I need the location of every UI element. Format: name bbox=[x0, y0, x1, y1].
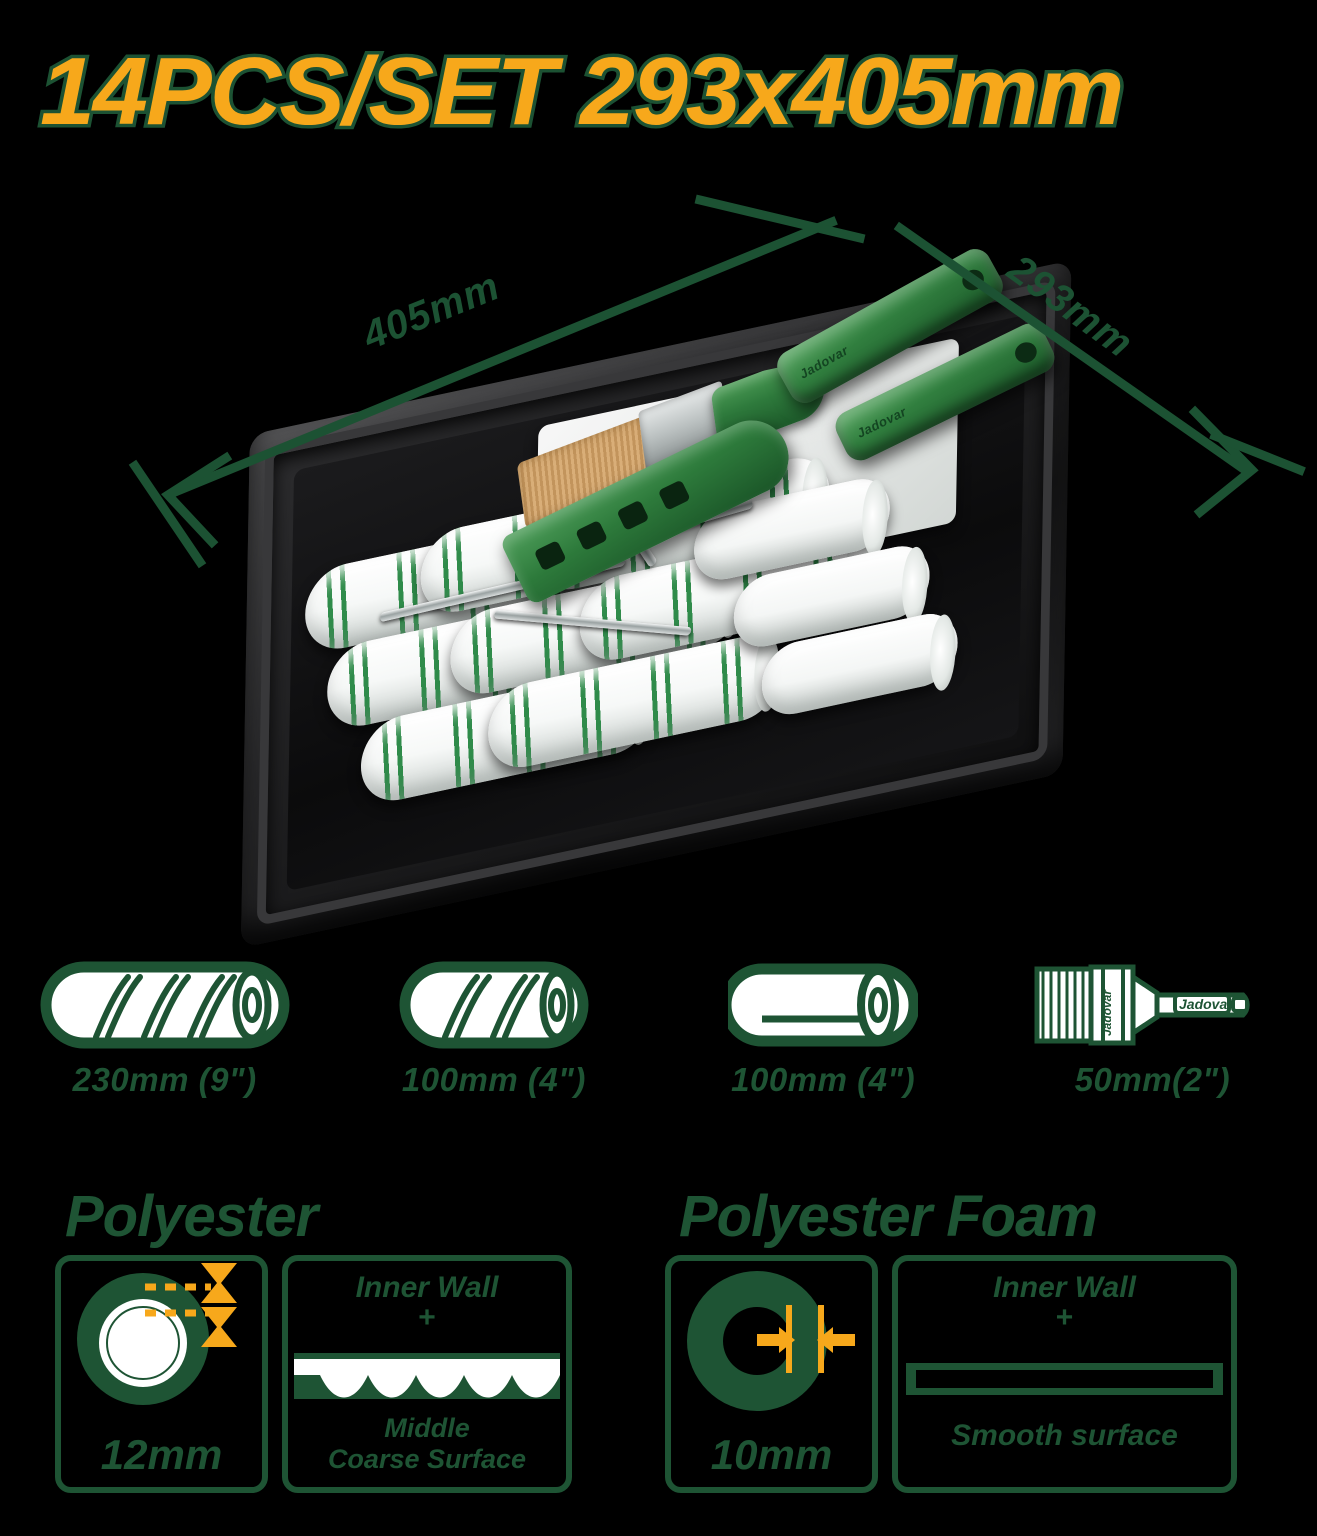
roller-foam-icon bbox=[728, 955, 919, 1055]
panel-foam-thickness: 10mm bbox=[665, 1255, 878, 1493]
material-spec-section: Polyester 12mm Inner Wal bbox=[0, 1185, 1317, 1536]
flat-band-icon bbox=[906, 1363, 1223, 1395]
size-caption: 100mm (4") bbox=[401, 1061, 586, 1098]
size-item: 100mm (4") bbox=[329, 955, 658, 1140]
foam-ring-cross-section-icon bbox=[687, 1271, 855, 1411]
tool-hole bbox=[616, 499, 650, 531]
surface-line-2: Middle bbox=[384, 1413, 470, 1443]
page-title-text: 14PCS/SET 293x405mm bbox=[36, 35, 1127, 149]
product-photo: Jadovar Jadovar 405mm 293mm bbox=[0, 170, 1317, 950]
plus-sign: + bbox=[418, 1301, 436, 1334]
tool-hole bbox=[657, 479, 691, 511]
roller-striped-icon bbox=[399, 955, 589, 1055]
size-item: 230mm (9") bbox=[0, 955, 329, 1140]
paint-brush-icon: Jadovar Jadovar bbox=[1027, 955, 1277, 1055]
tool-hole bbox=[533, 540, 567, 572]
page-title: 14PCS/SET 293x405mm bbox=[36, 35, 1280, 149]
roller-cross-section-icon bbox=[77, 1263, 237, 1405]
paint-tray bbox=[200, 161, 1200, 1048]
brush-brand-label: Jadovar bbox=[1179, 996, 1234, 1012]
surface-line-1: Inner Wall bbox=[993, 1271, 1136, 1304]
size-item: Jadovar Jadovar 50mm(2") bbox=[988, 955, 1317, 1140]
thickness-value: 12mm bbox=[100, 1431, 223, 1478]
paint-tray-assembly bbox=[195, 260, 1205, 948]
spec-group-polyester-foam: Polyester Foam 10 bbox=[665, 1185, 1265, 1493]
thickness-value: 10mm bbox=[710, 1431, 833, 1478]
size-item: 100mm (4") bbox=[659, 955, 988, 1140]
plus-sign: + bbox=[1055, 1301, 1074, 1334]
surface-line-1: Inner Wall bbox=[355, 1271, 499, 1304]
panel-foam-surface: Inner Wall + Smooth surface bbox=[892, 1255, 1237, 1493]
panel-polyester-thickness: 12mm bbox=[55, 1255, 268, 1493]
size-caption: 230mm (9") bbox=[72, 1061, 257, 1098]
panel-polyester-surface: Inner Wall + Middle Coarse Surface bbox=[282, 1255, 572, 1493]
size-caption: 100mm (4") bbox=[731, 1061, 916, 1098]
surface-line-2: Smooth surface bbox=[951, 1419, 1178, 1452]
spec-group-polyester: Polyester 12mm Inner Wal bbox=[55, 1185, 615, 1493]
tool-hole bbox=[575, 519, 609, 552]
size-caption: 50mm(2") bbox=[1074, 1061, 1231, 1098]
frame-wire bbox=[493, 609, 693, 636]
hang-hole bbox=[1011, 338, 1041, 367]
brand-label: Jadovar bbox=[854, 403, 909, 441]
ferrule-brand-label: Jadovar bbox=[1100, 989, 1114, 1036]
roller-striped-icon bbox=[40, 955, 290, 1055]
spec-heading-polyester: Polyester bbox=[65, 1184, 318, 1249]
hang-hole bbox=[958, 265, 988, 295]
brand-label: Jadovar bbox=[796, 342, 851, 382]
wavy-band-icon bbox=[294, 1353, 560, 1399]
surface-line-3: Coarse Surface bbox=[327, 1444, 527, 1474]
spec-heading-polyester-foam: Polyester Foam bbox=[679, 1184, 1098, 1249]
product-size-icon-row: 230mm (9") 100mm (4") 100mm bbox=[0, 955, 1317, 1140]
